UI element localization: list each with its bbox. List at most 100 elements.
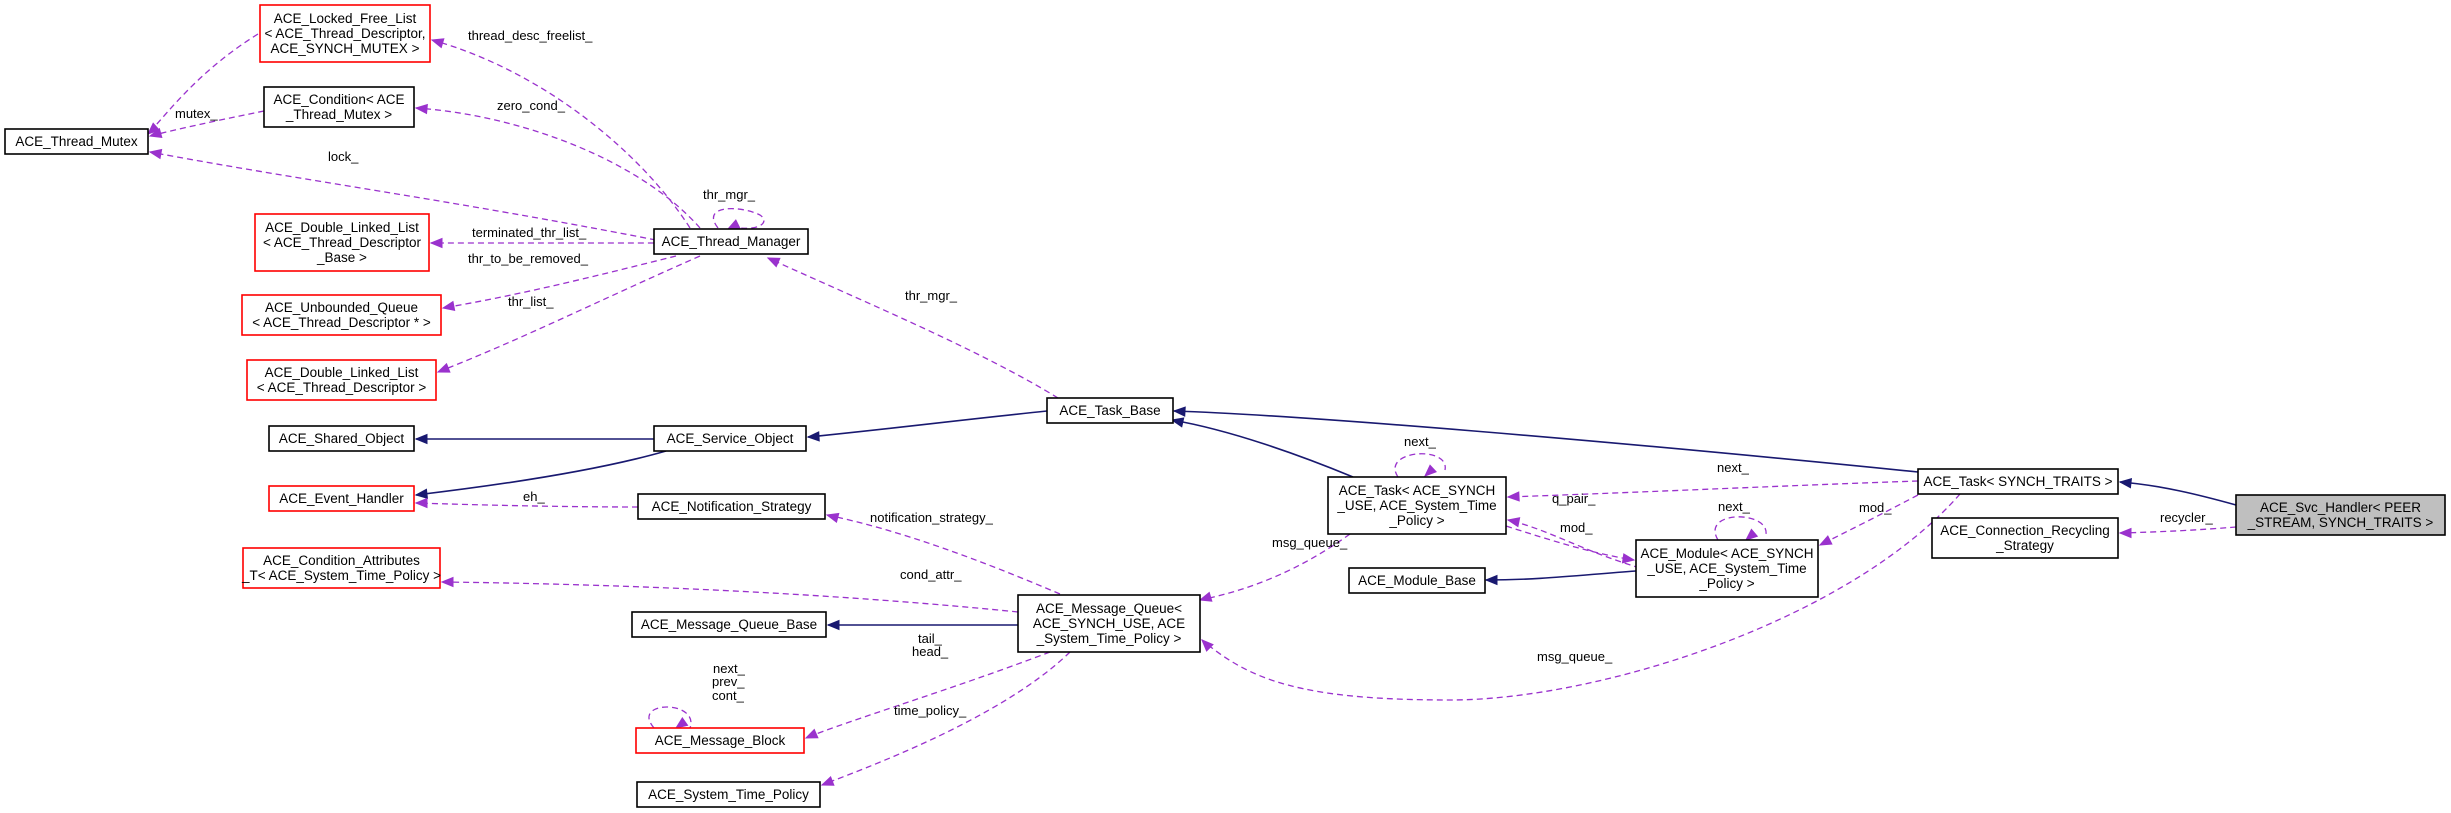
class-node-box[interactable] [4,128,149,155]
edge-inh-svc-arrowhead [2118,478,2133,489]
class-node-label: _Thread_Mutex > [285,107,392,122]
class-node-label: ACE_Locked_Free_List [274,11,417,26]
class-node-label: ACE_Event_Handler [279,491,404,506]
class-node-label: ACE_Thread_Manager [662,234,801,249]
class-node-box[interactable] [1327,476,1507,535]
class-node-event-handler[interactable]: ACE_Event_Handler [268,485,415,512]
edge-mb-self [648,706,692,729]
edge-thr_mgr-arrowhead [766,257,781,268]
class-node-condition[interactable]: ACE_Condition< ACE_Thread_Mutex > [263,86,415,128]
edge-label-thr-list: thr_list_ [508,294,554,309]
edge-label-mutex: mutex_ [175,106,218,121]
class-node-label: < ACE_Thread_Descriptor * > [252,315,431,330]
class-node-box[interactable] [1017,594,1201,653]
class-node-box[interactable] [1046,397,1174,424]
edge-inh-svc [2119,481,2237,506]
class-node-box[interactable] [637,493,826,520]
edge-module-next-self [1714,516,1767,541]
class-node-label: ACE_SYNCH_MUTEX > [271,41,420,56]
edge-cond_attr-arrowhead [440,576,454,588]
class-node-message-queue-base[interactable]: ACE_Message_Queue_Base [631,611,827,638]
class-node-locked-free-list[interactable]: ACE_Locked_Free_List< ACE_Thread_Descrip… [259,4,431,63]
class-node-connection-recycling[interactable]: ACE_Connection_Recycling_Strategy [1931,517,2119,559]
class-node-module[interactable]: ACE_Module< ACE_SYNCH_USE, ACE_System_Ti… [1635,539,1819,598]
edge-mutex [149,110,265,137]
class-node-double-linked-list[interactable]: ACE_Double_Linked_List< ACE_Thread_Descr… [246,359,437,401]
edge-notification [826,514,1061,595]
class-node-box[interactable] [653,228,809,255]
class-node-box[interactable] [635,727,805,754]
edge-inh-task_traits-arrowhead [1172,406,1186,417]
edge-zero_cond [415,107,701,229]
edge-eh-arrowhead [414,497,428,509]
class-node-condition-attributes[interactable]: ACE_Condition_Attributes_T< ACE_System_T… [241,547,441,589]
edge-inh-task_base-arrowhead [806,431,820,442]
class-node-box[interactable] [254,213,430,272]
class-node-label: ACE_Thread_Mutex [15,134,138,149]
edge-inh-module_base [1485,570,1637,581]
class-node-double-linked-list-base[interactable]: ACE_Double_Linked_List< ACE_Thread_Descr… [254,213,430,272]
class-node-label: _System_Time_Policy > [1036,631,1182,646]
class-node-label: ACE_Message_Block [655,733,786,748]
class-node-shared-object[interactable]: ACE_Shared_Object [268,425,415,452]
class-node-task-base[interactable]: ACE_Task_Base [1046,397,1174,424]
edge-cond_attr [441,581,1019,613]
edge-label-q-pair: q_pair_ [1552,491,1596,506]
class-node-label: ACE_SYNCH_USE, ACE [1033,616,1185,631]
edge-mod-q-arrowhead [1621,553,1636,564]
edge-label-mod: mod_ [1859,500,1892,515]
class-node-label: ACE_Connection_Recycling [1940,523,2110,538]
edge-notification-arrowhead [825,512,840,523]
class-node-label: < ACE_Thread_Descriptor, [265,26,426,41]
class-node-box[interactable] [246,359,437,401]
edge-mod [1819,494,1919,546]
edge-thr_mgr [767,257,1059,399]
class-node-label: ACE_Message_Queue_Base [641,617,817,632]
class-node-task-synch-use[interactable]: ACE_Task< ACE_SYNCH_USE, ACE_System_Time… [1327,476,1507,535]
edge-recycler-arrowhead [2118,527,2132,539]
edge-tail-head [805,651,1051,739]
class-node-notification-strategy[interactable]: ACE_Notification_Strategy [637,493,826,520]
class-node-unbounded-queue[interactable]: ACE_Unbounded_Queue< ACE_Thread_Descript… [241,294,442,336]
class-node-label: < ACE_Thread_Descriptor > [257,380,427,395]
class-node-box[interactable] [242,547,441,589]
class-node-box[interactable] [263,86,415,128]
edge-label-mb-cont: cont_ [712,688,745,703]
class-node-task-synch-traits[interactable]: ACE_Task< SYNCH_TRAITS > [1917,468,2119,495]
edge-msg_queue-task [1199,533,1351,601]
edge-label-mb-prev: prev_ [712,674,745,689]
edge-module-next-self-arrowhead [1744,528,1759,541]
edge-label-thr-to-be-removed: thr_to_be_removed_ [468,251,589,266]
class-node-box[interactable] [259,4,431,63]
class-node-label: _T< ACE_System_Time_Policy > [241,568,441,583]
class-node-box[interactable] [1917,468,2119,495]
class-node-box[interactable] [636,781,821,808]
class-node-label: ACE_Module< ACE_SYNCH [1641,546,1814,561]
class-node-message-block[interactable]: ACE_Message_Block [635,727,805,754]
class-node-box[interactable] [631,611,827,638]
class-node-service-object[interactable]: ACE_Service_Object [653,425,807,452]
class-node-message-queue[interactable]: ACE_Message_Queue<ACE_SYNCH_USE, ACE_Sys… [1017,594,1201,653]
class-node-box[interactable] [653,425,807,452]
class-node-box[interactable] [2235,494,2446,536]
edge-inh-event-arrowhead [414,488,429,499]
edge-label-task-next-self: next_ [1404,434,1437,449]
edge-zero_cond-arrowhead [414,103,428,115]
class-node-thread-mutex[interactable]: ACE_Thread_Mutex [4,128,149,155]
class-node-system-time-policy[interactable]: ACE_System_Time_Policy [636,781,821,808]
class-node-box[interactable] [268,485,415,512]
edge-q_pair-arrowhead [1506,517,1521,528]
edge-thread_desc_freelist-tm-arrowhead [430,38,445,49]
class-node-svc-handler[interactable]: ACE_Svc_Handler< PEER_STREAM, SYNCH_TRAI… [2235,494,2446,536]
class-node-thread-manager[interactable]: ACE_Thread_Manager [653,228,809,255]
class-node-box[interactable] [268,425,415,452]
edge-label-lock: lock_ [328,149,359,164]
edge-msg_queue-traits [1201,493,1961,701]
class-node-box[interactable] [241,294,442,336]
class-node-box[interactable] [1635,539,1819,598]
class-node-box[interactable] [1348,567,1486,594]
class-node-box[interactable] [1931,517,2119,559]
edge-mutex-arrowhead [148,127,163,139]
class-node-module-base[interactable]: ACE_Module_Base [1348,567,1486,594]
